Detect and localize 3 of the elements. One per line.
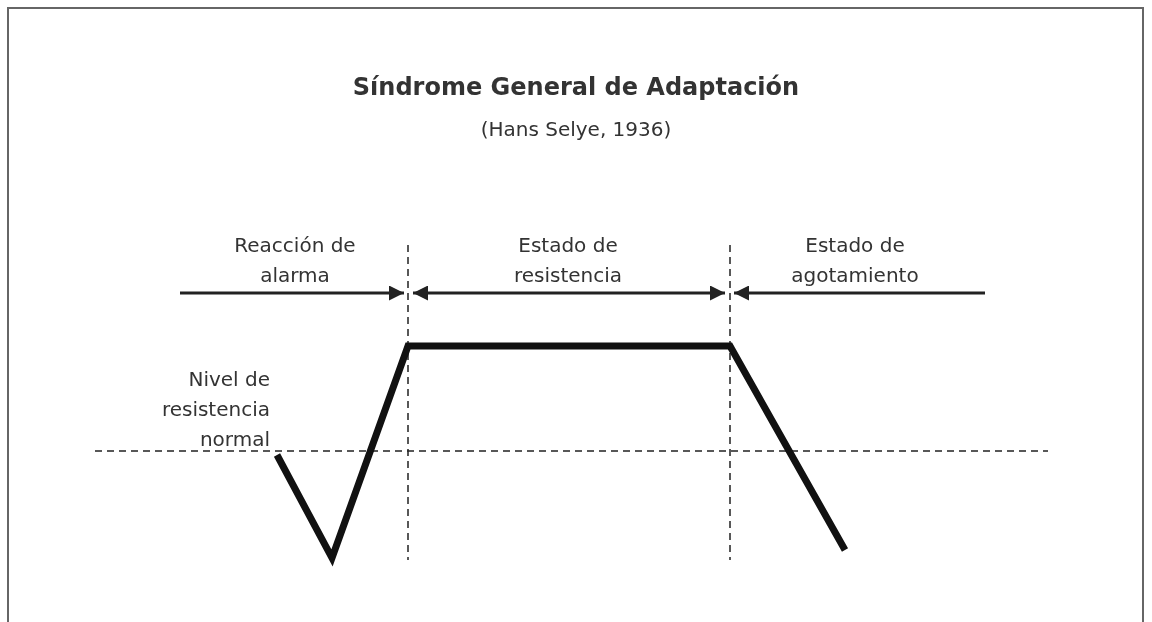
diagram-subtitle: (Hans Selye, 1936) (479, 116, 673, 143)
diagram-title: Síndrome General de Adaptación (351, 72, 801, 102)
level-label: Nivel de resistencia normal (160, 366, 270, 453)
